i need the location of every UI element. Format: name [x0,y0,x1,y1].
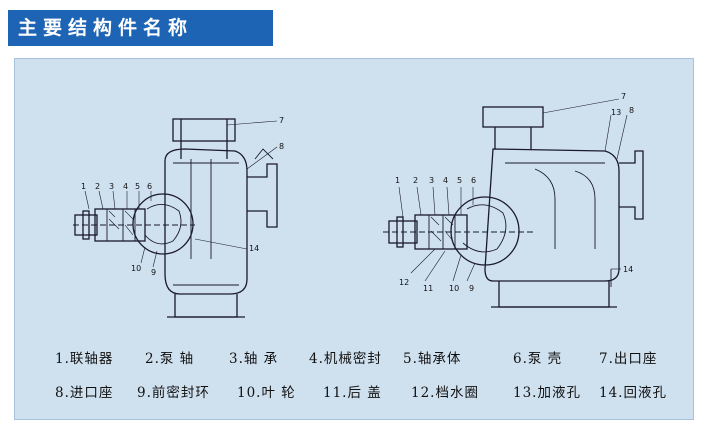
section-title: 主要结构件名称 [18,17,194,39]
callout-right-10: 10 [449,284,459,293]
callout-right-6: 6 [471,176,476,185]
legend-item-5: 5.轴承体 [403,351,462,367]
callout-right-14: 14 [623,265,633,274]
legend-item-2: 2.泵 轴 [145,351,195,367]
callout-left-6: 6 [147,182,152,191]
legend-item-4: 4.机械密封 [309,351,382,367]
legend-item-12: 12.档水圈 [411,385,479,401]
legend-item-6: 6.泵 壳 [513,351,563,367]
legend-item-10: 10.叶 轮 [237,385,296,401]
callout-left-4: 4 [123,182,128,191]
callout-right-2: 2 [413,176,418,185]
callout-right-11: 11 [423,284,433,293]
callout-left-2: 2 [95,182,100,191]
callout-left-1: 1 [81,182,86,191]
callout-right-8: 8 [629,106,634,115]
legend-item-9: 9.前密封环 [137,385,210,401]
legend-item-8: 8.进口座 [55,385,114,401]
callout-left-7: 7 [279,116,284,125]
callout-right-12: 12 [399,278,409,287]
legend-item-11: 11.后 盖 [323,385,382,401]
legend-item-14: 14.回液孔 [599,385,667,401]
diagram-panel: 1 2 3 4 5 6 7 8 9 10 14 1 2 3 4 5 6 7 8 [14,58,694,420]
callout-left-5: 5 [135,182,140,191]
left-pump-drawing [73,118,278,318]
callout-left-9: 9 [151,268,156,277]
callout-right-9: 9 [469,284,474,293]
callout-left-3: 3 [109,182,114,191]
legend-item-3: 3.轴 承 [229,351,279,367]
pump-diagram: 1 2 3 4 5 6 7 8 9 10 14 1 2 3 4 5 6 7 8 [73,92,644,318]
legend-item-7: 7.出口座 [599,351,658,367]
callout-left-14: 14 [249,244,259,253]
callout-right-1: 1 [395,176,400,185]
callout-right-13: 13 [611,108,621,117]
callout-left-10: 10 [131,264,141,273]
callout-right-3: 3 [429,176,434,185]
callout-left-8: 8 [279,142,284,151]
callout-right-7: 7 [621,92,626,101]
callout-right-5: 5 [457,176,462,185]
section-header: 主要结构件名称 [8,10,273,46]
right-pump-drawing [383,98,644,308]
callout-right-4: 4 [443,176,448,185]
legend-item-13: 13.加液孔 [513,385,581,401]
legend-item-1: 1.联轴器 [55,351,114,367]
parts-legend: 1.联轴器 2.泵 轴 3.轴 承 4.机械密封 5.轴承体 6.泵 壳 7.出… [15,331,693,417]
